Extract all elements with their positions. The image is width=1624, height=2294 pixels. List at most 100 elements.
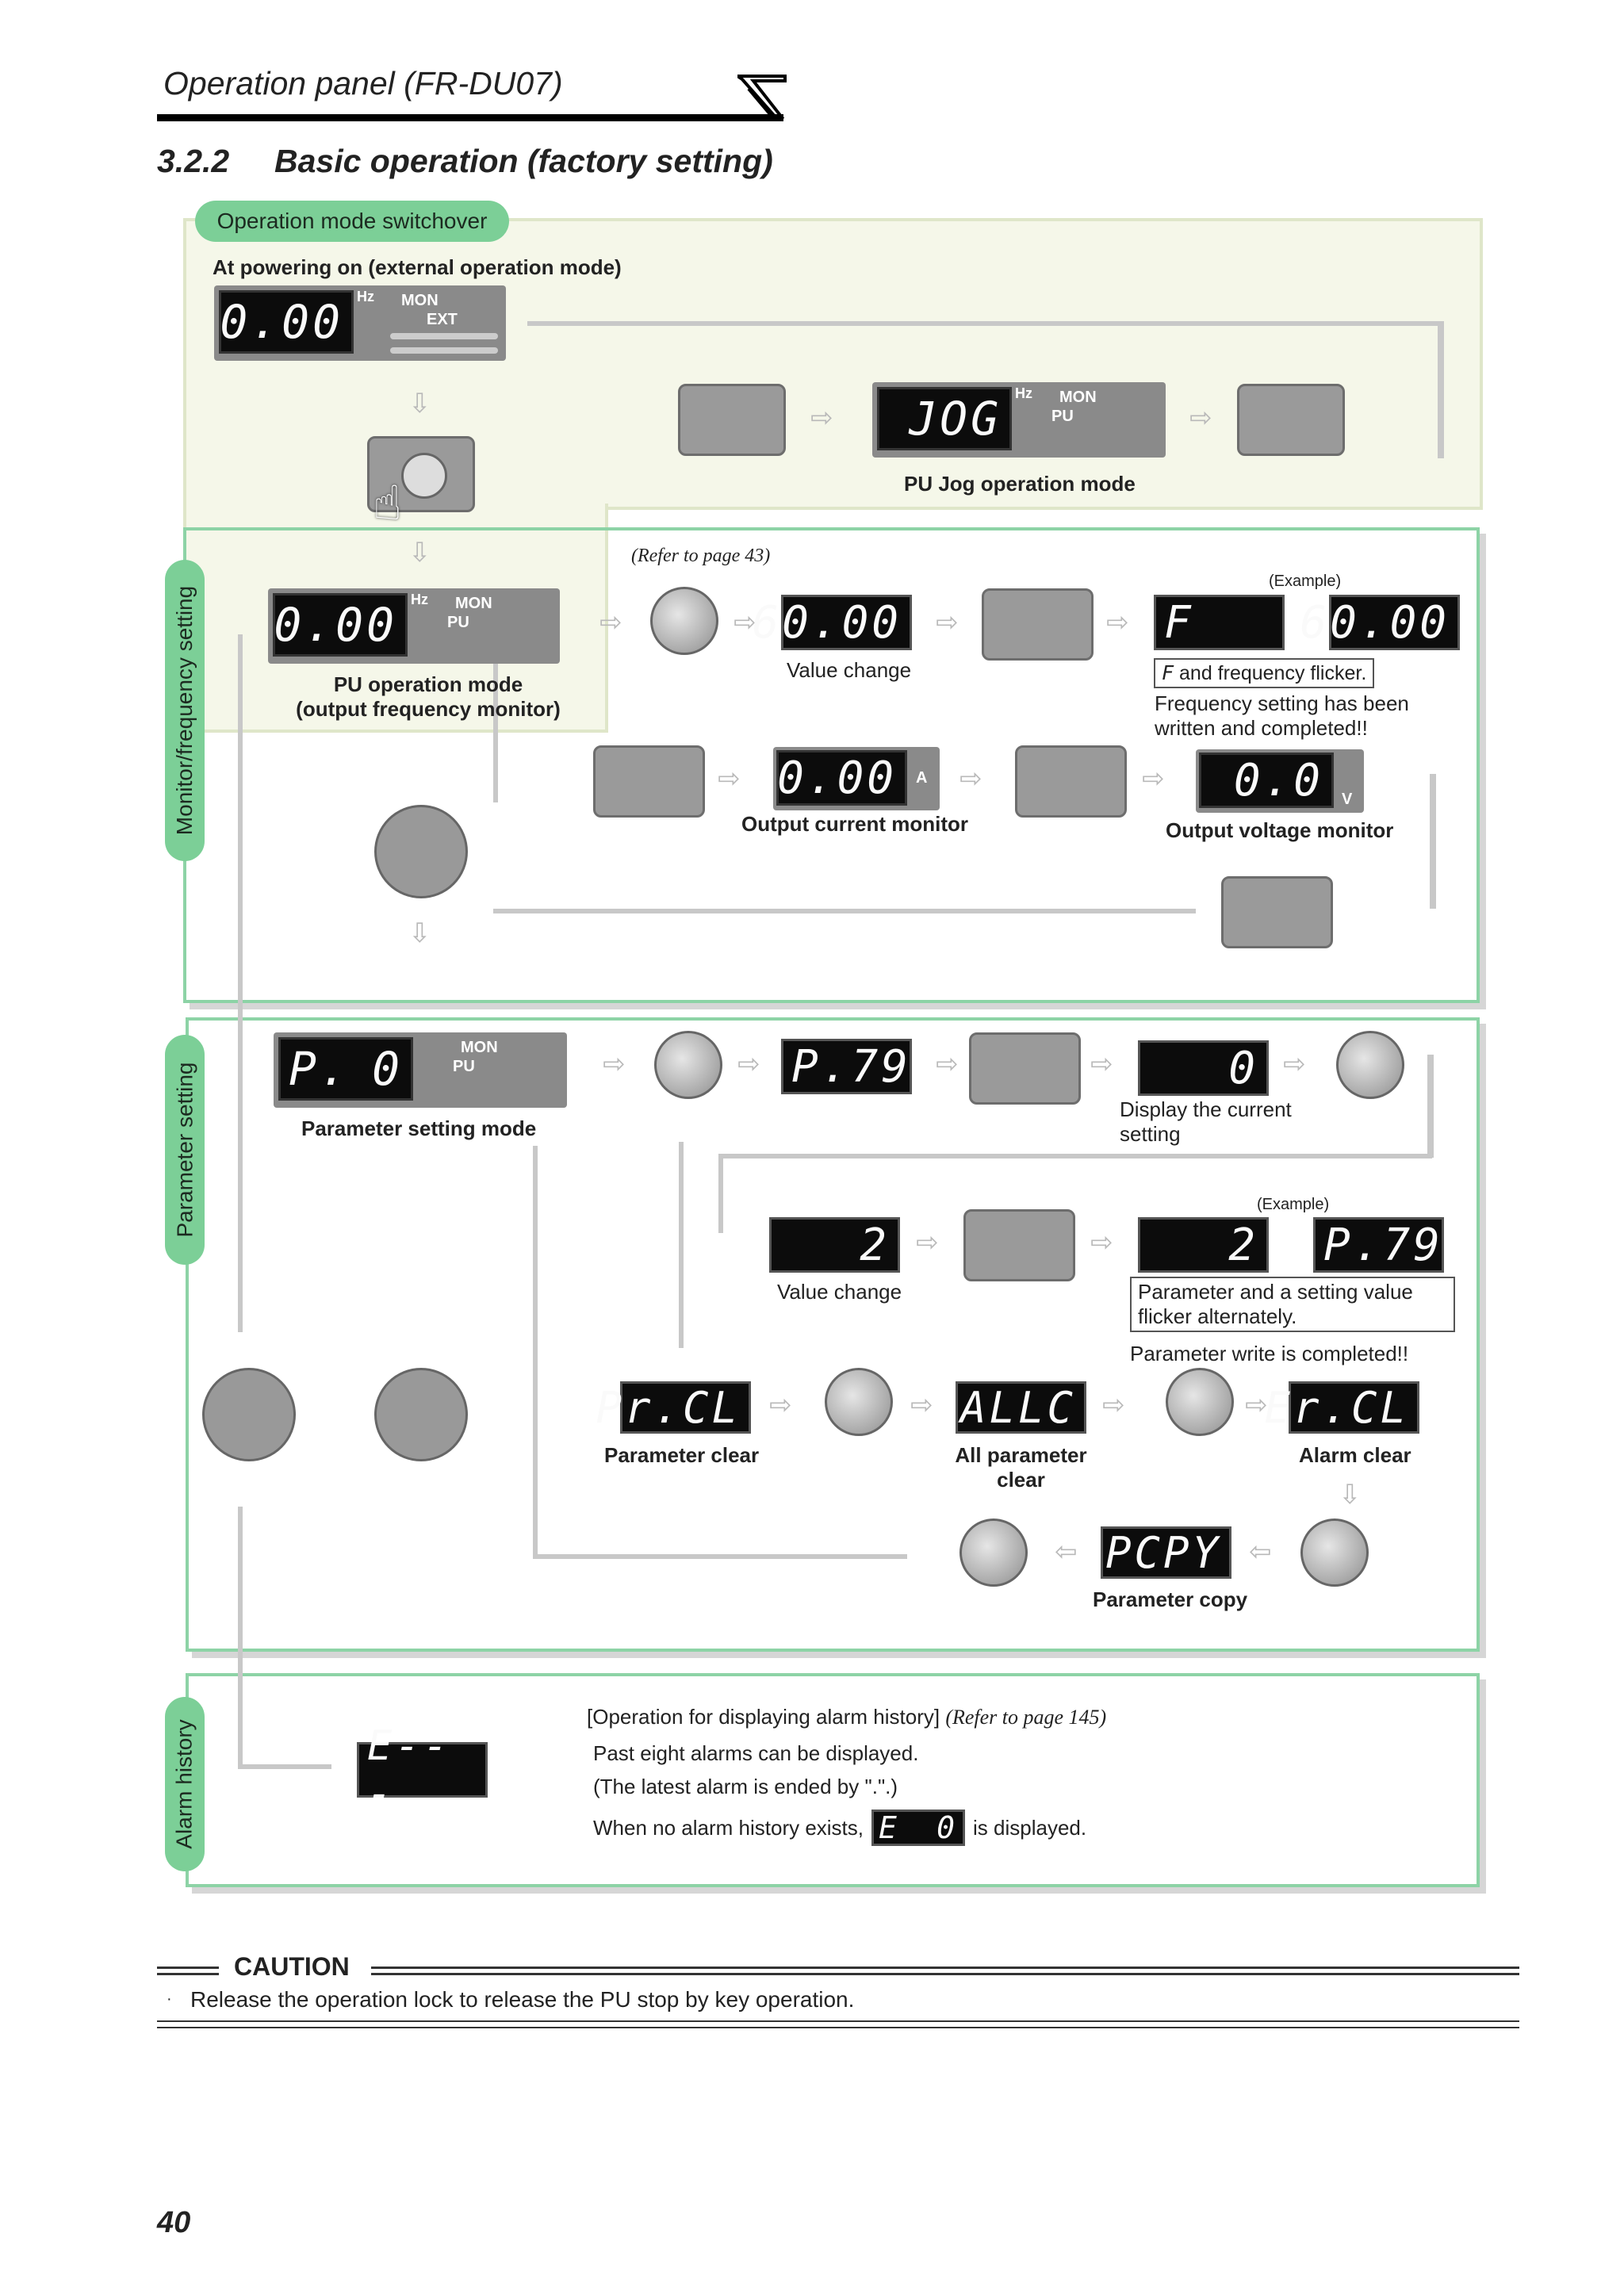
flicker-note: F and frequency flicker. [1154, 658, 1375, 688]
example-label: (Example) [1257, 1196, 1330, 1213]
caution-text: Release the operation lock to release th… [190, 1987, 855, 2012]
caution-rule-left [157, 1967, 219, 1969]
pu-ext-key-jog-exit[interactable] [1237, 384, 1345, 456]
setting-dial[interactable] [825, 1368, 893, 1436]
set-key[interactable] [963, 1209, 1075, 1281]
f-value-lcd: 60.00 [1300, 595, 1460, 650]
connector [238, 634, 243, 1332]
arrow-down-icon: ⇩ [408, 918, 431, 948]
current-monitor-label: Output current monitor [741, 812, 968, 836]
alternate-flicker-note: Parameter and a setting value flicker al… [1130, 1277, 1455, 1332]
connector [1430, 774, 1436, 909]
connector [718, 1154, 1432, 1158]
set-key[interactable] [982, 588, 1094, 661]
arrow-right-icon: ⇨ [599, 607, 622, 638]
set-key[interactable] [1221, 876, 1333, 948]
setting-dial[interactable] [959, 1518, 1028, 1587]
arrow-right-icon: ⇨ [916, 1227, 939, 1258]
alarm-op-heading: [Operation for displaying alarm history]… [587, 1705, 1107, 1729]
arrow-right-icon: ⇨ [1283, 1049, 1306, 1079]
arrow-right-icon: ⇨ [936, 607, 959, 638]
pu-ext-key-jog-enter[interactable] [678, 384, 786, 456]
arrow-right-icon: ⇨ [1102, 1390, 1125, 1420]
caution-rule-left [157, 1973, 219, 1975]
setting-dial[interactable] [650, 587, 718, 655]
all-clear-lcd: ALLC [956, 1381, 1086, 1434]
current-display-unit: 0.00 A [773, 747, 940, 810]
alarm-clear-label: Alarm clear [1299, 1443, 1411, 1467]
mode-key[interactable] [374, 805, 468, 898]
caution-rule-right [371, 1967, 1519, 1969]
example-label: (Example) [1269, 573, 1342, 590]
param-mode-label: Parameter setting mode [301, 1116, 537, 1140]
alarm-line1: Past eight alarms can be displayed. [593, 1741, 919, 1765]
all-param-clear-label: All parameter clear [955, 1443, 1087, 1492]
pu-lcd: 0.00 [273, 593, 408, 657]
mode-switchover-pill: Operation mode switchover [195, 201, 509, 242]
param-lcd: P.0 [278, 1037, 413, 1101]
alarm-line2: (The latest alarm is ended by ".".) [593, 1775, 898, 1798]
arrow-down-icon: ⇩ [1339, 1480, 1362, 1510]
mon-indicator: MON [1059, 389, 1097, 406]
mode-key[interactable] [202, 1368, 296, 1461]
caution-bullet: · [167, 1990, 172, 2008]
setting-dial[interactable] [1336, 1031, 1404, 1099]
connector [238, 1507, 243, 1768]
v-indicator: V [1342, 791, 1353, 808]
set-value-lcd: 60.00 [752, 595, 912, 650]
arrow-down-icon: ⇩ [408, 389, 431, 419]
param-copy-label: Parameter copy [1093, 1587, 1248, 1611]
power-on-label: At powering on (external operation mode) [213, 255, 622, 279]
param-value-change-label: Value change [777, 1280, 902, 1304]
mode-key[interactable] [374, 1368, 468, 1461]
hz-indicator: Hz [1015, 385, 1032, 401]
connector [493, 909, 1196, 913]
set-key[interactable] [593, 745, 705, 818]
pu-indicator: PU [447, 614, 469, 631]
side-label-parameter: Parameter setting [165, 1035, 205, 1265]
arrow-left-icon: ⇦ [1055, 1537, 1078, 1567]
parameter-zone [186, 1017, 1480, 1652]
current-lcd: 0.00 [776, 750, 907, 806]
pu-display-unit: 0.00 Hz MON PU [268, 588, 560, 664]
set-key[interactable] [969, 1032, 1081, 1105]
arrow-right-icon: ⇨ [959, 764, 982, 794]
finger-press-icon: ☝ [373, 477, 402, 530]
param-clear-label: Parameter clear [604, 1443, 760, 1467]
arrow-right-icon: ⇨ [733, 607, 756, 638]
connector [718, 1154, 723, 1233]
pu-ext-key[interactable] [367, 436, 475, 512]
header-rule [157, 114, 783, 121]
caution-bottom-rule [157, 2020, 1519, 2022]
f-lcd: F [1154, 595, 1285, 650]
boot-lcd: 0.00 [219, 290, 354, 354]
page-header-title: Operation panel (FR-DU07) [163, 65, 563, 101]
written-note: Frequency setting has been written and c… [1155, 691, 1409, 740]
param-clear-lcd: Pr.CL [596, 1381, 751, 1434]
caution-bottom-rule [157, 2027, 1519, 2028]
display-current-label: Display the current setting [1120, 1097, 1292, 1146]
voltage-display-unit: 0.0 V [1196, 749, 1364, 813]
setting-dial[interactable] [1166, 1368, 1234, 1436]
indicator-bar [390, 333, 498, 339]
flicker-param-lcd: P.79 [1313, 1217, 1444, 1273]
f-glyph: F [1162, 661, 1174, 684]
connector [1438, 324, 1444, 458]
ext-indicator: EXT [427, 311, 458, 328]
arrow-right-icon: ⇨ [718, 764, 741, 794]
voltage-lcd: 0.0 [1199, 753, 1334, 808]
alarm-history-lcd: E--- [357, 1722, 488, 1817]
pu-indicator: PU [453, 1058, 475, 1075]
connector [493, 604, 498, 802]
pu-ext-button[interactable] [401, 453, 447, 499]
voltage-monitor-label: Output voltage monitor [1166, 818, 1394, 842]
caution-rule-right [371, 1973, 1519, 1975]
arrow-right-icon: ⇨ [1245, 1390, 1268, 1420]
setting-dial[interactable] [654, 1031, 722, 1099]
setting-dial[interactable] [1300, 1518, 1369, 1587]
set-key[interactable] [1015, 745, 1127, 818]
value-2-lcd: 2 [769, 1217, 900, 1273]
param-display-unit: P.0 MON PU [274, 1032, 567, 1108]
